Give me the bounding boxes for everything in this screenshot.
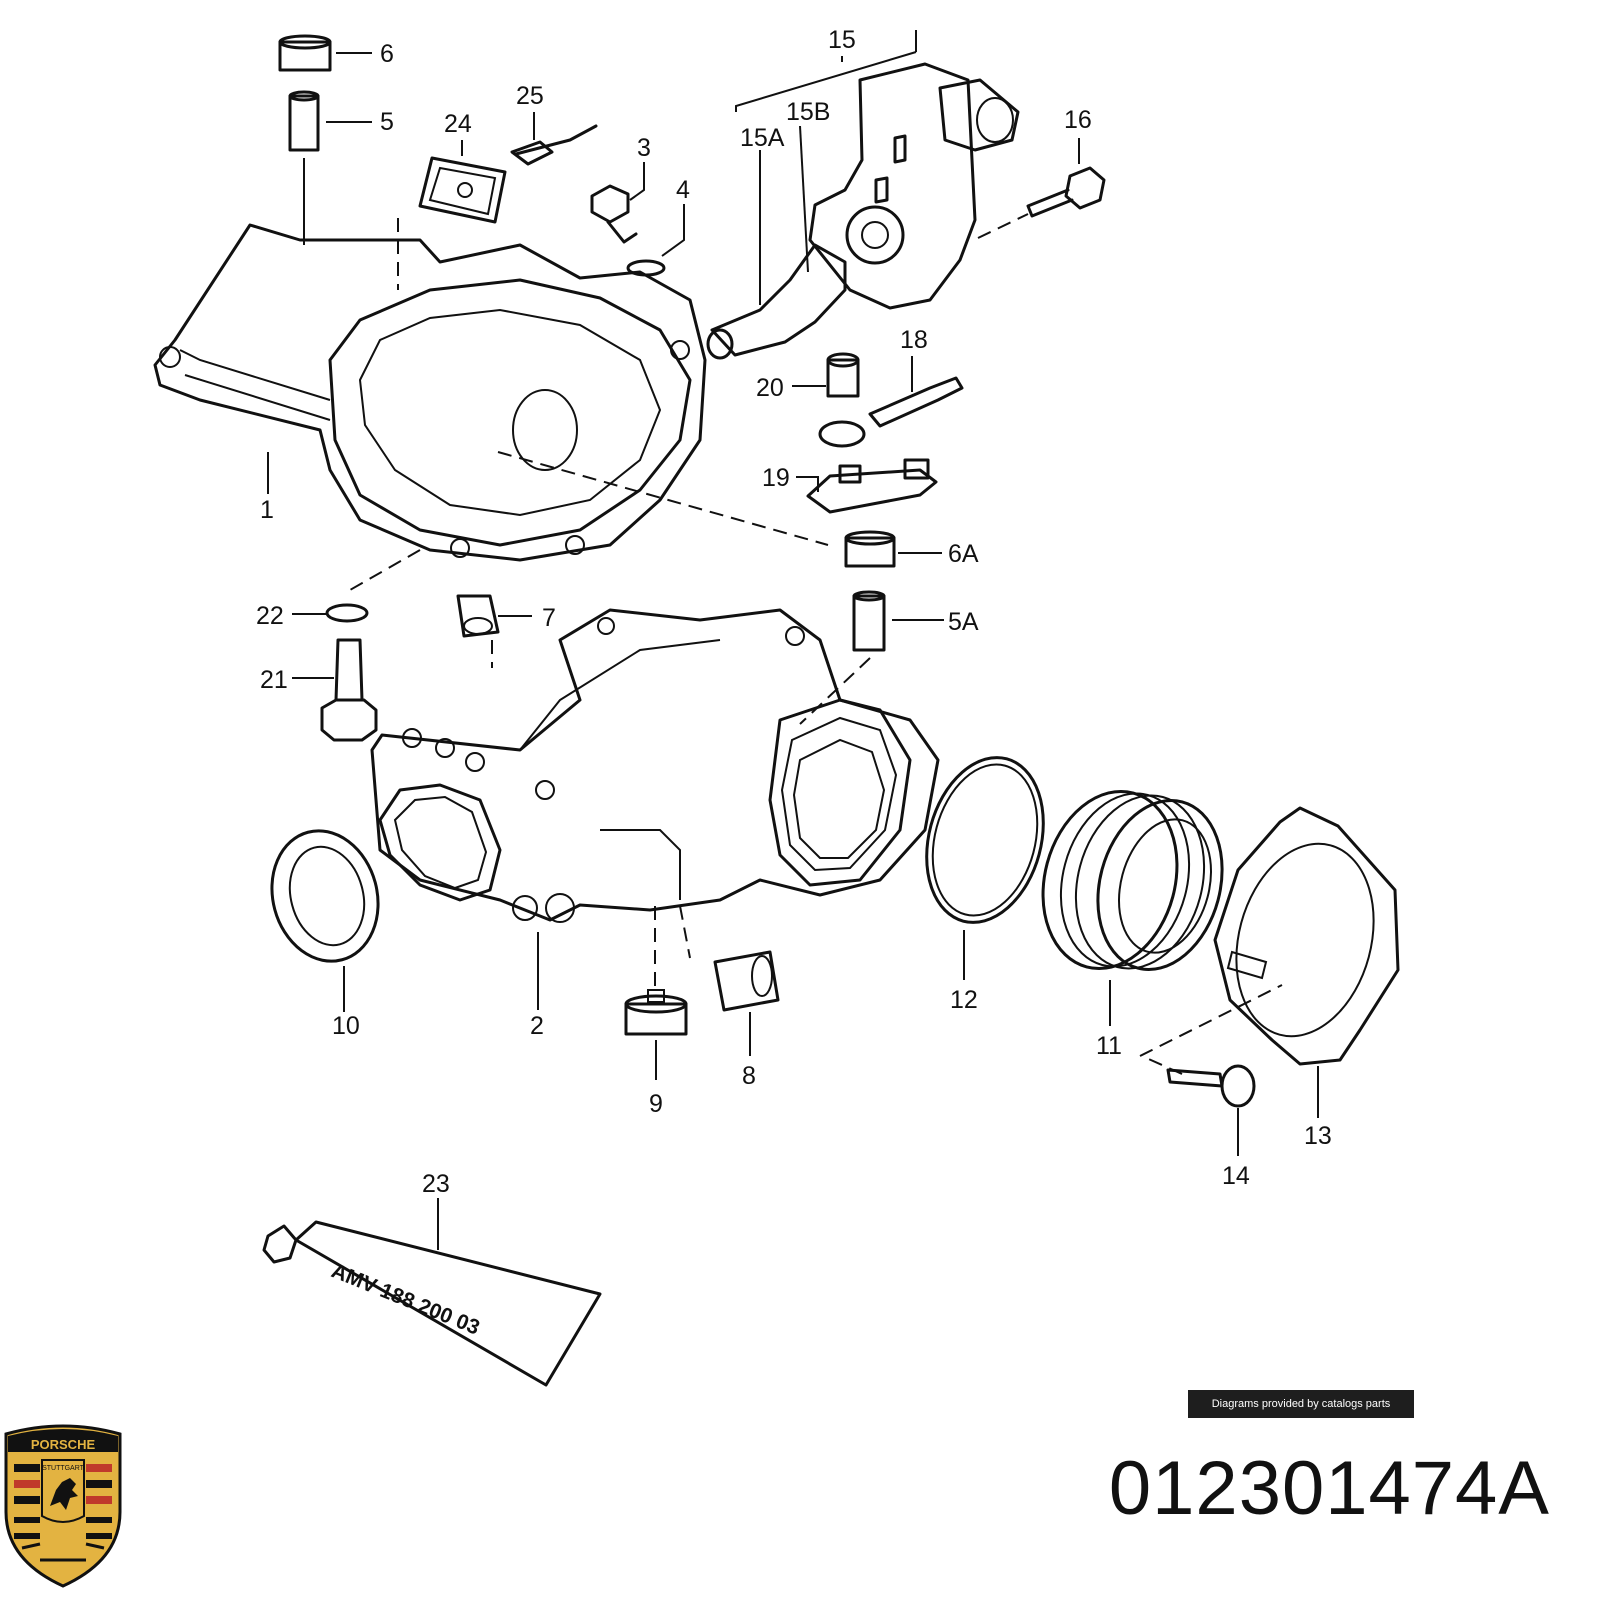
- callout-23: 23: [422, 1170, 450, 1198]
- part-11-threaded-ring: [1041, 789, 1224, 972]
- part-22-washer: [325, 603, 369, 623]
- callout-14: 14: [1222, 1162, 1250, 1190]
- part-21-plug: [320, 638, 378, 742]
- callout-5: 5: [380, 108, 394, 136]
- part-6a-cap: [844, 530, 896, 568]
- part-5-sleeve: [288, 90, 320, 152]
- part-5a-sleeve: [852, 590, 886, 652]
- part-2-lower-housing: [370, 608, 940, 923]
- part-number: 012301474A: [1108, 1446, 1550, 1531]
- callout-24: 24: [444, 110, 472, 138]
- porsche-crest-logo: PORSCHE STUTTGART: [4, 1424, 122, 1588]
- callout-12: 12: [950, 986, 978, 1014]
- callout-15b: 15B: [786, 98, 830, 126]
- part-3-bolt: [590, 184, 638, 244]
- callout-21: 21: [260, 666, 288, 694]
- callout-8: 8: [742, 1062, 756, 1090]
- callout-6a: 6A: [948, 540, 979, 568]
- part-19-plate: [806, 458, 938, 514]
- part-18-shift-lever: [818, 376, 964, 448]
- callout-16: 16: [1064, 106, 1092, 134]
- alignment-lines: [349, 213, 1283, 1075]
- callout-1: 1: [260, 496, 274, 524]
- part-25-pin: [510, 124, 598, 166]
- callout-10: 10: [332, 1012, 360, 1040]
- part-7-bushing: [456, 594, 500, 638]
- part-6-cap: [278, 34, 332, 72]
- callout-22: 22: [256, 602, 284, 630]
- callout-7: 7: [542, 604, 556, 632]
- part-24-cover-plate: [418, 156, 507, 224]
- part-23-paste-tube: AMV 188 200 03: [262, 1220, 602, 1387]
- callout-19: 19: [762, 464, 790, 492]
- part-9-bushing: [624, 989, 688, 1036]
- part-14-bolt-washer: [1166, 1064, 1256, 1108]
- callout-6: 6: [380, 40, 394, 68]
- diagram-credit-badge: Diagrams provided by catalogs parts: [1188, 1390, 1414, 1418]
- callout-labels: 6 5 24 25 3 4 15 15A 15B 16 18 20 19 6A …: [256, 26, 1332, 1198]
- part-10-seal: [270, 829, 380, 963]
- part-16-bolt: [1026, 166, 1106, 218]
- part-13-lock-plate: [1213, 806, 1400, 1066]
- callout-13: 13: [1304, 1122, 1332, 1150]
- callout-15a: 15A: [740, 124, 785, 152]
- part-12-o-ring: [925, 756, 1045, 924]
- callout-3: 3: [637, 134, 651, 162]
- callout-11: 11: [1096, 1032, 1122, 1060]
- callout-9: 9: [649, 1090, 663, 1118]
- part-20-cap: [826, 352, 860, 398]
- crest-brand-text: PORSCHE: [31, 1437, 96, 1452]
- tube-marking: AMV 188 200 03: [328, 1259, 483, 1339]
- callout-20: 20: [756, 374, 784, 402]
- callout-25: 25: [516, 82, 544, 110]
- part-15-actuator-assembly: [808, 62, 1020, 310]
- part-1-upper-housing: [153, 223, 707, 562]
- leader-lines: [267, 30, 1319, 1250]
- callout-18: 18: [900, 326, 928, 354]
- callout-4: 4: [676, 176, 690, 204]
- crest-city-text: STUTTGART: [42, 1465, 85, 1472]
- callout-2: 2: [530, 1012, 544, 1040]
- callout-5a: 5A: [948, 608, 979, 636]
- part-8-bushing: [713, 950, 780, 1012]
- callout-15: 15: [828, 26, 856, 54]
- part-15a-bellows: [706, 243, 847, 360]
